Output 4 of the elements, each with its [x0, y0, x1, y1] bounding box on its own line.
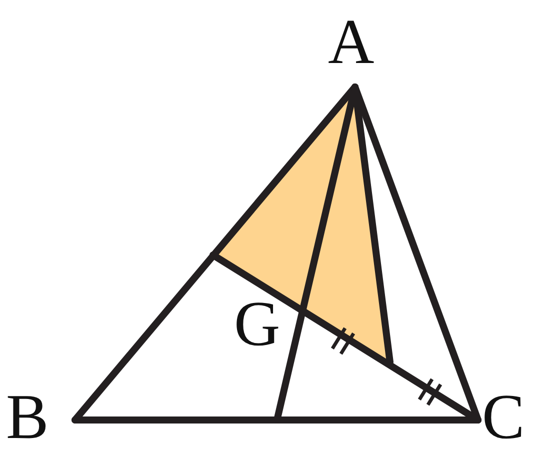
vertex-label: B [6, 385, 49, 449]
vertex-label: G [234, 292, 280, 356]
vertex-label: A [328, 10, 374, 74]
vertex-label: C [482, 385, 525, 449]
